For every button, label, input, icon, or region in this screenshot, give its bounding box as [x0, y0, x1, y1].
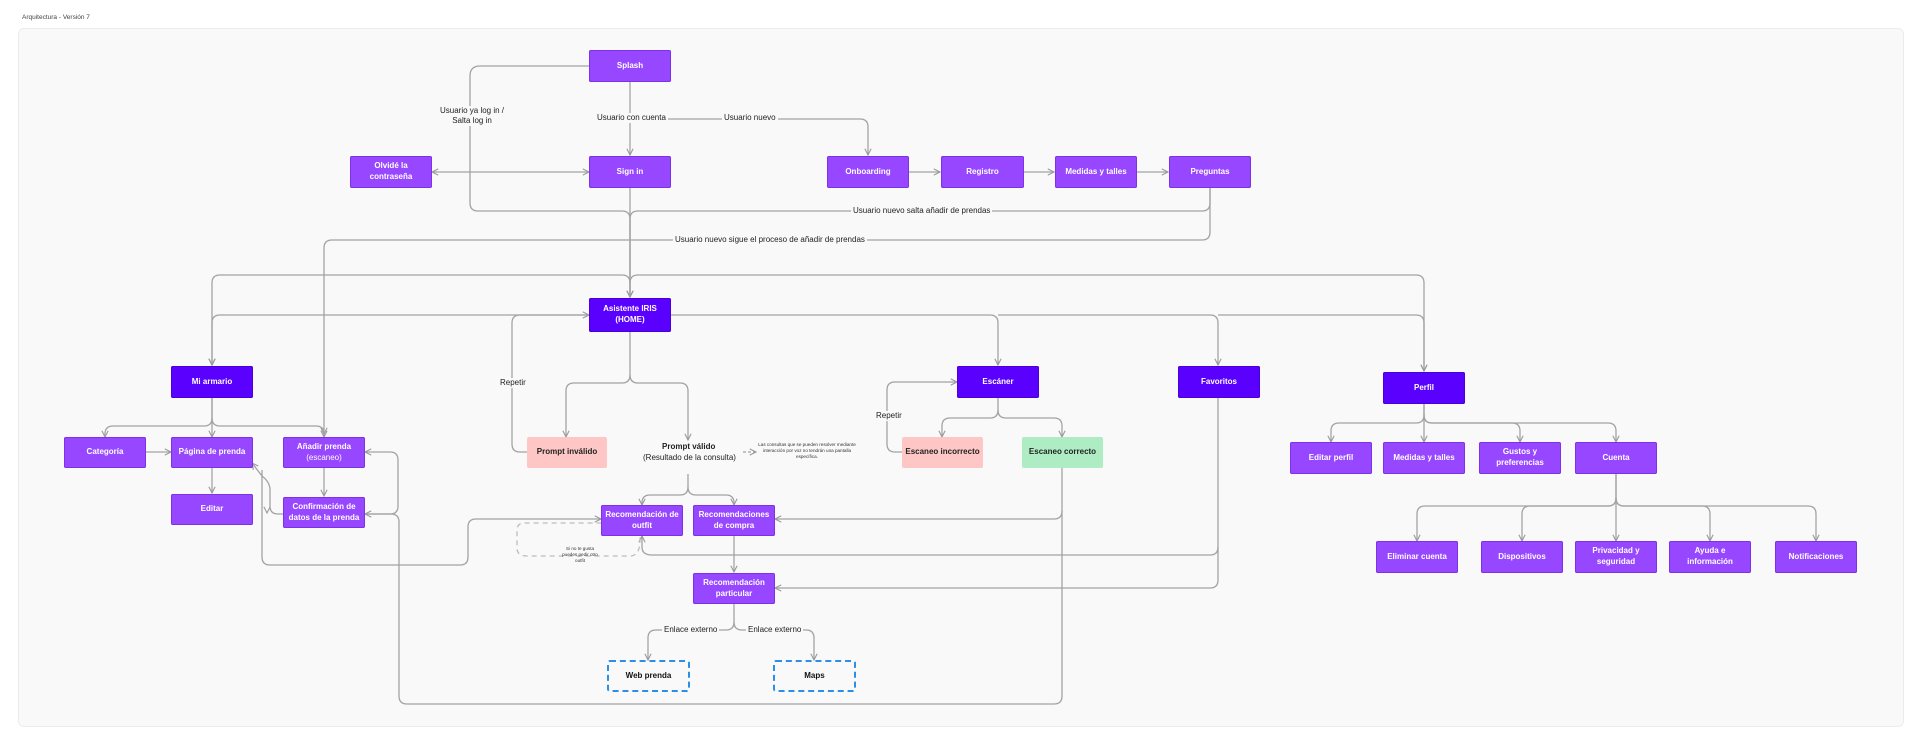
node-web-prenda[interactable]: Web prenda: [607, 660, 690, 692]
label-enlace-externo-2: Enlace externo: [746, 625, 804, 635]
anadir-line2: (escaneo): [306, 452, 342, 462]
node-gustos-preferencias[interactable]: Gustos y preferencias: [1479, 442, 1561, 474]
node-cuenta[interactable]: Cuenta: [1575, 442, 1657, 474]
node-editar[interactable]: Editar: [171, 494, 253, 525]
anadir-line1: Añadir prenda: [296, 441, 352, 451]
node-categoria[interactable]: Categoría: [64, 437, 146, 468]
label-usuario-nuevo-salta: Usuario nuevo salta añadir de prendas: [851, 206, 993, 216]
node-medidas-tallas[interactable]: Medidas y talles: [1383, 442, 1465, 474]
label-repetir-prompt: Repetir: [498, 378, 528, 388]
node-olvide-contrasena[interactable]: Olvidé la contraseña: [350, 156, 432, 188]
node-medidas-tallas-top[interactable]: Medidas y talles: [1055, 156, 1137, 188]
asistente-line2: (HOME): [615, 315, 645, 324]
label-prompt-valido-1: Prompt válido: [660, 442, 718, 452]
node-asistente-iris[interactable]: Asistente IRIS (HOME): [589, 298, 671, 332]
node-escaner[interactable]: Escáner: [957, 366, 1039, 398]
node-editar-perfil[interactable]: Editar perfil: [1290, 442, 1372, 474]
node-pagina-prenda[interactable]: Página de prenda: [171, 437, 253, 468]
node-recomendacion-particular[interactable]: Recomendación particular: [693, 573, 775, 604]
node-maps[interactable]: Maps: [773, 660, 856, 692]
node-registro[interactable]: Registro: [941, 156, 1024, 188]
node-ayuda-informacion[interactable]: Ayuda e información: [1669, 541, 1751, 573]
page-label: Arquitectura - Versión 7: [22, 14, 90, 21]
node-prompt-invalido[interactable]: Prompt inválido: [527, 437, 607, 468]
label-usuario-nuevo: Usuario nuevo: [722, 113, 778, 123]
node-dispositivos[interactable]: Dispositivos: [1481, 541, 1563, 573]
node-favoritos[interactable]: Favoritos: [1178, 366, 1260, 398]
node-mi-armario[interactable]: Mi armario: [171, 366, 253, 398]
label-usuario-ya-login: Usuario ya log in / Salta log in: [437, 106, 507, 126]
node-escaneo-incorrecto[interactable]: Escaneo incorrecto: [902, 437, 983, 468]
node-confirmacion[interactable]: Confirmación de datos de la prenda: [283, 497, 365, 528]
node-splash[interactable]: Splash: [589, 50, 671, 82]
node-recomendacion-outfit[interactable]: Recomendación de outfit: [601, 505, 683, 536]
node-preguntas[interactable]: Preguntas: [1169, 156, 1251, 188]
node-anadir-prenda[interactable]: Añadir prenda (escaneo): [283, 437, 365, 468]
node-escaneo-correcto[interactable]: Escaneo correcto: [1022, 437, 1103, 468]
label-prompt-valido-2: (Resultado de la consulta): [641, 453, 738, 463]
label-repetir-escaneo: Repetir: [874, 411, 904, 421]
node-recomendaciones-compra[interactable]: Recomendaciones de compra: [693, 505, 775, 536]
node-eliminar-cuenta[interactable]: Eliminar cuenta: [1376, 541, 1458, 573]
node-privacidad-seguridad[interactable]: Privacidad y seguridad: [1575, 541, 1657, 573]
node-perfil[interactable]: Perfil: [1383, 372, 1465, 404]
label-usuario-con-cuenta: Usuario con cuenta: [595, 113, 668, 123]
note-no-te-gusta: Si no te gusta puedes pedir otro outfit: [562, 546, 598, 563]
note-consultas-voz: Las consultas que se pueden resolver med…: [758, 442, 856, 459]
node-onboarding[interactable]: Onboarding: [827, 156, 909, 188]
label-usuario-nuevo-sigue: Usuario nuevo sigue el proceso de añadir…: [673, 235, 867, 245]
label-enlace-externo-1: Enlace externo: [662, 625, 720, 635]
node-notificaciones[interactable]: Notificaciones: [1775, 541, 1857, 573]
node-sign-in[interactable]: Sign in: [589, 156, 671, 188]
asistente-line1: Asistente IRIS: [603, 304, 657, 314]
